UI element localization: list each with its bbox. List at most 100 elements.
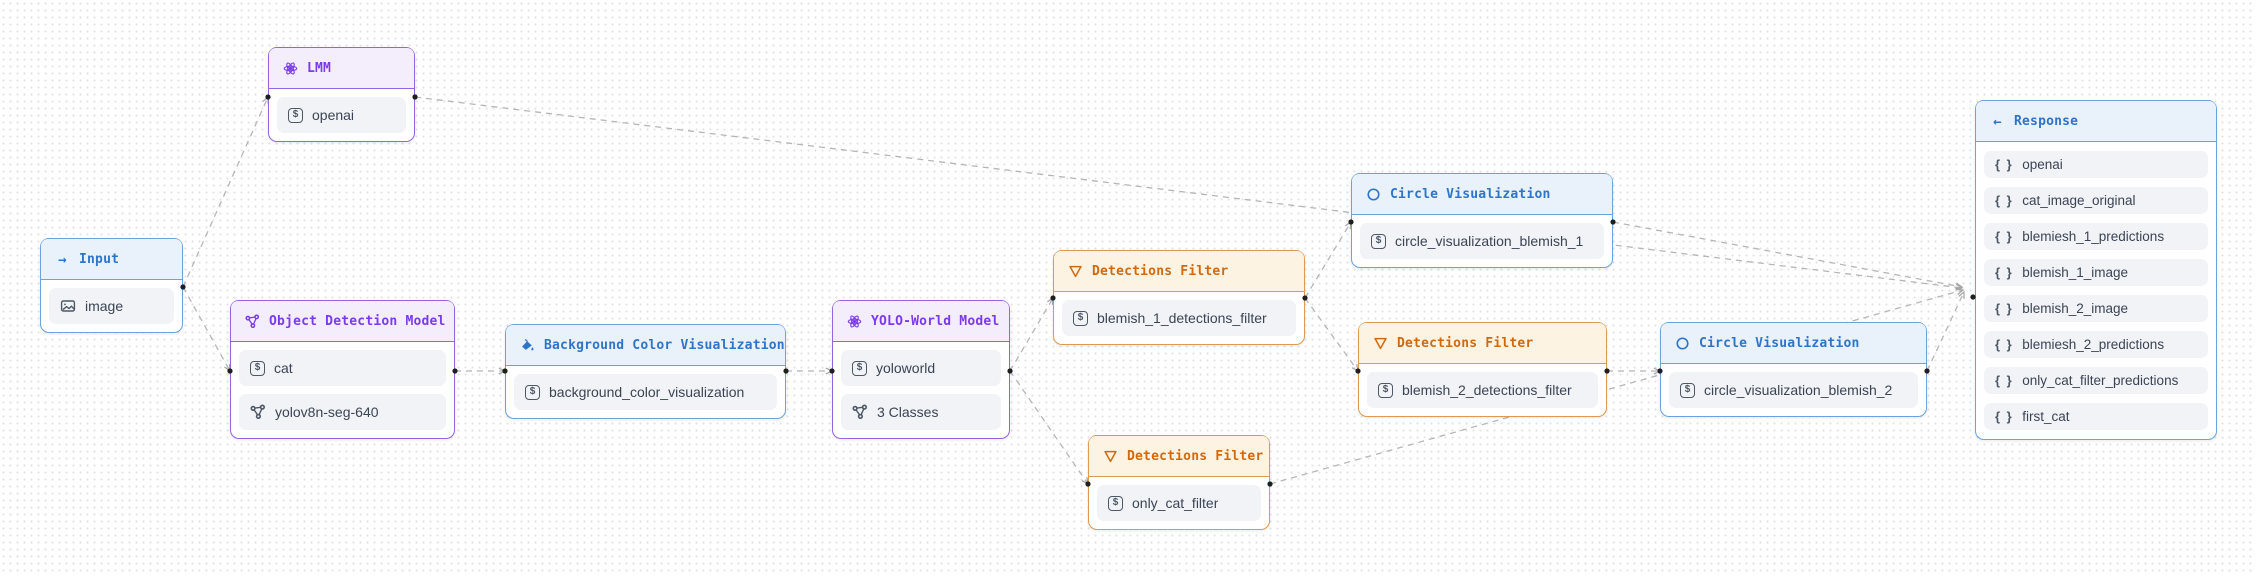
port-circle-visualization-blemish-1-left[interactable] <box>1348 219 1354 225</box>
node-detections-filter-blemish-1[interactable]: Detections Filter $blemish_1_detections_… <box>1053 250 1305 345</box>
node-item[interactable]: yolov8n-seg-640 <box>239 394 446 430</box>
node-item[interactable]: { }only_cat_filter_predictions <box>1984 367 2208 394</box>
port-detections-filter-blemish-1-right[interactable] <box>1302 295 1308 301</box>
node-title: Detections Filter <box>1092 264 1229 279</box>
node-item[interactable]: $ yoloworld <box>841 350 1001 386</box>
port-circle-visualization-blemish-2-left[interactable] <box>1657 368 1663 374</box>
node-item[interactable]: { }first_cat <box>1984 403 2208 430</box>
node-circle-visualization-blemish-1[interactable]: Circle Visualization $circle_visualizati… <box>1351 173 1613 268</box>
item-label: background_color_visualization <box>549 384 745 400</box>
edge-input-to-object-detection-model <box>182 286 231 373</box>
port-background-color-visualization-left[interactable] <box>502 368 508 374</box>
node-header[interactable]: ← Response <box>1976 101 2216 142</box>
node-header[interactable]: Object Detection Model <box>231 301 454 342</box>
node-header[interactable]: → Input <box>41 239 182 280</box>
port-detections-filter-blemish-2-right[interactable] <box>1604 368 1610 374</box>
node-item[interactable]: { }openai <box>1984 151 2208 178</box>
node-item[interactable]: $circle_visualization_blemish_2 <box>1669 372 1918 408</box>
port-circle-visualization-blemish-2-right[interactable] <box>1924 368 1930 374</box>
item-label: cat <box>274 360 293 376</box>
node-body: image <box>41 280 182 332</box>
molecule-icon <box>250 404 266 420</box>
node-title: Circle Visualization <box>1699 336 1860 351</box>
node-title: Background Color Visualization <box>544 338 785 353</box>
node-header[interactable]: Detections Filter <box>1089 436 1269 477</box>
node-item[interactable]: image <box>49 288 174 324</box>
node-item[interactable]: $background_color_visualization <box>514 374 777 410</box>
item-label: circle_visualization_blemish_1 <box>1395 233 1584 249</box>
item-label: blemiesh_1_predictions <box>2022 229 2165 244</box>
port-yolo-world-model-right[interactable] <box>1007 368 1013 374</box>
node-item[interactable]: { }blemish_1_image <box>1984 259 2208 286</box>
node-item[interactable]: $cat <box>239 350 446 386</box>
port-input-right[interactable] <box>180 284 186 290</box>
node-title: Detections Filter <box>1397 336 1534 351</box>
node-yolo-world-model[interactable]: YOLO-World Model $ yoloworld 3 Classes <box>832 300 1010 439</box>
port-yolo-world-model-left[interactable] <box>829 368 835 374</box>
port-detections-filter-only-cat-right[interactable] <box>1267 481 1273 487</box>
node-detections-filter-only-cat[interactable]: Detections Filter $only_cat_filter <box>1088 435 1270 530</box>
node-response[interactable]: ← Response { }openai { }cat_image_origina… <box>1975 100 2217 440</box>
molecule-icon <box>852 404 868 420</box>
item-label: yoloworld <box>876 360 936 376</box>
braces-icon: { } <box>1995 229 2014 244</box>
edge-detections-filter-blemish-1-to-circle-visualization-blemish-1 <box>1304 220 1352 299</box>
port-response-left[interactable] <box>1970 294 1976 300</box>
node-detections-filter-blemish-2[interactable]: Detections Filter $ blemish_2_detections_… <box>1358 322 1607 417</box>
port-detections-filter-only-cat-left[interactable] <box>1085 481 1091 487</box>
port-lmm-left[interactable] <box>265 94 271 100</box>
node-header[interactable]: YOLO-World Model <box>833 301 1009 342</box>
node-body: $circle_visualization_blemish_2 <box>1661 364 1926 416</box>
node-item[interactable]: $ blemish_2_detections_filter <box>1367 372 1598 408</box>
node-background-color-visualization[interactable]: Background Color Visualization $backgrou… <box>505 324 786 419</box>
node-item[interactable]: $blemish_1_detections_filter <box>1062 300 1296 336</box>
port-detections-filter-blemish-1-left[interactable] <box>1050 295 1056 301</box>
node-item[interactable]: { }blemish_2_image <box>1984 295 2208 322</box>
node-item[interactable]: { }cat_image_original <box>1984 187 2208 214</box>
node-item[interactable]: $openai <box>277 97 406 133</box>
dollar-icon: $ <box>1378 382 1393 398</box>
edge-yolo-world-model-to-detections-filter-only-cat <box>1009 370 1089 486</box>
node-header[interactable]: Detections Filter <box>1054 251 1304 292</box>
braces-icon: { } <box>1995 193 2014 208</box>
node-item[interactable]: 3 Classes <box>841 394 1001 430</box>
node-header[interactable]: Background Color Visualization <box>506 325 785 366</box>
item-label: blemish_1_detections_filter <box>1097 310 1267 326</box>
node-header[interactable]: LMM <box>269 48 414 89</box>
node-header[interactable]: Circle Visualization <box>1661 323 1926 364</box>
node-circle-visualization-blemish-2[interactable]: Circle Visualization $circle_visualizati… <box>1660 322 1927 417</box>
port-circle-visualization-blemish-1-right[interactable] <box>1610 219 1616 225</box>
node-item[interactable]: { }blemiesh_2_predictions <box>1984 331 2208 358</box>
edge-yolo-world-model-to-detections-filter-blemish-1 <box>1009 296 1054 372</box>
item-label: yolov8n-seg-640 <box>275 404 379 420</box>
node-object-detection-model[interactable]: Object Detection Model $cat yolov8n-seg-6… <box>230 300 455 439</box>
port-object-detection-model-right[interactable] <box>452 368 458 374</box>
funnel-icon <box>1373 336 1388 351</box>
node-header[interactable]: Circle Visualization <box>1352 174 1612 215</box>
node-item[interactable]: $only_cat_filter <box>1097 485 1261 521</box>
item-label: blemish_2_detections_filter <box>1402 382 1572 398</box>
node-item[interactable]: { } blemiesh_1_predictions <box>1984 223 2208 250</box>
atom-icon <box>283 61 298 76</box>
node-body: $circle_visualization_blemish_1 <box>1352 215 1612 267</box>
node-title: Detections Filter <box>1127 449 1264 464</box>
port-object-detection-model-left[interactable] <box>227 368 233 374</box>
node-body: $cat yolov8n-seg-640 <box>231 342 454 438</box>
dollar-icon: $ <box>1108 495 1123 511</box>
port-lmm-right[interactable] <box>412 94 418 100</box>
node-item[interactable]: $circle_visualization_blemish_1 <box>1360 223 1604 259</box>
braces-icon: { } <box>1995 301 2014 316</box>
node-lmm[interactable]: LMM $openai <box>268 47 415 142</box>
dollar-icon: $ <box>852 360 867 376</box>
circle-icon <box>1675 336 1690 351</box>
port-background-color-visualization-right[interactable] <box>783 368 789 374</box>
node-input[interactable]: → Input image <box>40 238 183 333</box>
item-label: blemish_1_image <box>2022 265 2129 280</box>
node-header[interactable]: Detections Filter <box>1359 323 1606 364</box>
node-body: $ yoloworld 3 Classes <box>833 342 1009 438</box>
port-detections-filter-blemish-2-left[interactable] <box>1355 368 1361 374</box>
node-title: Input <box>79 252 120 267</box>
node-title: LMM <box>307 61 332 76</box>
arrow-left-icon: ← <box>1993 113 2002 130</box>
